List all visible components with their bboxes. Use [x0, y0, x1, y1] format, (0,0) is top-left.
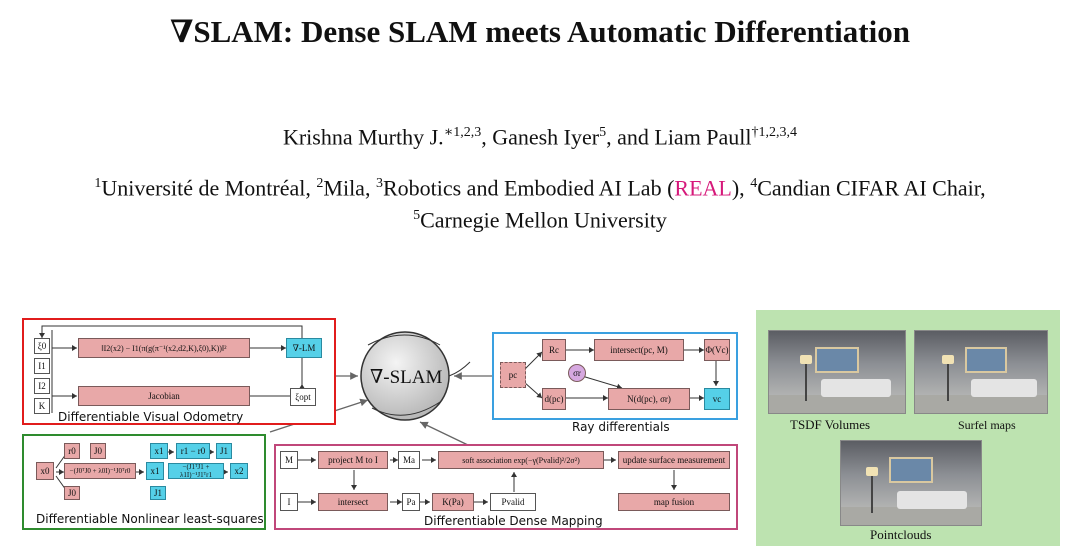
- affil-text: Université de Montréal,: [101, 175, 317, 201]
- map-pvalid: Pvalid: [490, 493, 536, 511]
- mapping-caption: Differentiable Dense Mapping: [424, 514, 603, 528]
- paper-title: ∇SLAM: Dense SLAM meets Automatic Differ…: [170, 14, 910, 49]
- affil-text: ),: [731, 175, 751, 201]
- nls-solve-1: −(J1ᵀJ1 + λ1I)⁻¹J1ᵀr1: [168, 463, 224, 479]
- vo-xi-opt: ξopt: [290, 388, 316, 406]
- map-fusion: map fusion: [618, 493, 730, 511]
- vo-input-xi0: ξ0: [34, 338, 50, 354]
- nls-j0: J0: [90, 443, 106, 459]
- affil-sup: 5: [413, 208, 421, 224]
- ray-pc: pc: [500, 362, 526, 388]
- nls-x2: x2: [230, 463, 248, 479]
- author-sup: †1,2,3,4: [751, 125, 798, 140]
- affil-text: Candian CIFAR AI Chair,: [757, 175, 986, 201]
- nls-x2b: J1: [150, 486, 166, 500]
- tsdf-label: TSDF Volumes: [790, 417, 871, 432]
- ray-arrows: [523, 347, 719, 401]
- map-intersect: intersect: [318, 493, 388, 511]
- pointclouds-label: Pointclouds: [870, 527, 932, 542]
- nls-j0b: J0: [64, 486, 80, 500]
- ray-sigma: σr: [568, 364, 586, 382]
- nls-caption: Differentiable Nonlinear least-squares: [36, 512, 264, 526]
- visual-odometry-panel: [22, 318, 336, 425]
- affil-sup: 4: [750, 176, 758, 191]
- vo-caption: Differentiable Visual Odometry: [58, 410, 244, 424]
- ray-intersect: intersect(pc, M): [594, 339, 684, 361]
- affil-text: Robotics and Embodied AI Lab (: [382, 175, 675, 201]
- surfel-label: Surfel maps: [958, 418, 1016, 432]
- nabla-slam-label: ∇-SLAM: [370, 367, 443, 388]
- author-name: , Ganesh Iyer: [481, 124, 600, 150]
- ray-caption: Ray differentials: [572, 420, 670, 434]
- author-name: Krishna Murthy J.: [282, 124, 444, 150]
- ray-normal-dist: N(d(pc), σr): [608, 388, 690, 410]
- author-name: , and Liam Paull: [606, 124, 752, 150]
- affiliation-line-2: 5Carnegie Mellon University: [0, 202, 1080, 234]
- author-sup: ∗1,2,3: [443, 125, 482, 140]
- map-kpa: K(Pa): [432, 493, 474, 511]
- nls-r-diff: r1 − r0: [176, 443, 210, 459]
- affil-text: Mila,: [323, 175, 376, 201]
- map-project: project M to I: [318, 451, 388, 469]
- vo-lm-solver: ∇-LM: [286, 338, 322, 358]
- pointcloud-image: [840, 440, 982, 526]
- map-update: update surface measurement: [618, 451, 730, 469]
- nls-x1: x1: [146, 462, 164, 480]
- nls-r0: r0: [64, 443, 80, 459]
- affiliation-line-1: 1Université de Montréal, 2Mila, 3Robotic…: [0, 170, 1080, 202]
- nls-x0: x0: [36, 462, 54, 480]
- map-ma: Ma: [398, 451, 420, 469]
- author-line: Krishna Murthy J.∗1,2,3, Ganesh Iyer5, a…: [0, 124, 1080, 150]
- tsdf-volume-image: [768, 330, 906, 414]
- map-soft-association: soft association exp(−γ(Pvalid)²/2σ²): [438, 451, 604, 469]
- affil-sup: 1: [94, 176, 102, 191]
- affil-sup: 3: [375, 176, 383, 191]
- affil-text: Carnegie Mellon University: [420, 207, 667, 233]
- nls-x1-top: x1: [150, 443, 168, 459]
- affiliations: 1Université de Montréal, 2Mila, 3Robotic…: [0, 170, 1080, 235]
- real-lab-name: REAL: [674, 175, 732, 201]
- map-m: M: [280, 451, 298, 469]
- mapping-arrows: [298, 457, 677, 505]
- ray-rc: Rc: [542, 339, 566, 361]
- ray-phi: Φ(Vc): [704, 339, 730, 361]
- affil-sup: 2: [316, 176, 324, 191]
- vo-input-k: K: [34, 398, 50, 414]
- map-i: I: [280, 493, 298, 511]
- author-sup: 5: [599, 125, 607, 140]
- ray-vc: vc: [704, 388, 730, 410]
- vo-photometric-loss: ‖I2(x2) − I1(π(g(π⁻¹(x2,d2,K),ξ0),K))‖²: [78, 338, 250, 358]
- map-pa: Pa: [402, 493, 420, 511]
- nls-j1: J1: [216, 443, 232, 459]
- surfel-map-image: [914, 330, 1048, 414]
- vo-jacobian: Jacobian: [78, 386, 250, 406]
- vo-input-i2: I2: [34, 378, 50, 394]
- nls-solve-0: −(J0ᵀJ0 + λ0I)⁻¹J0ᵀr0: [64, 463, 136, 479]
- vo-arrows: [39, 325, 305, 413]
- ray-dpc: d(pc): [542, 388, 566, 410]
- vo-input-i1: I1: [34, 358, 50, 374]
